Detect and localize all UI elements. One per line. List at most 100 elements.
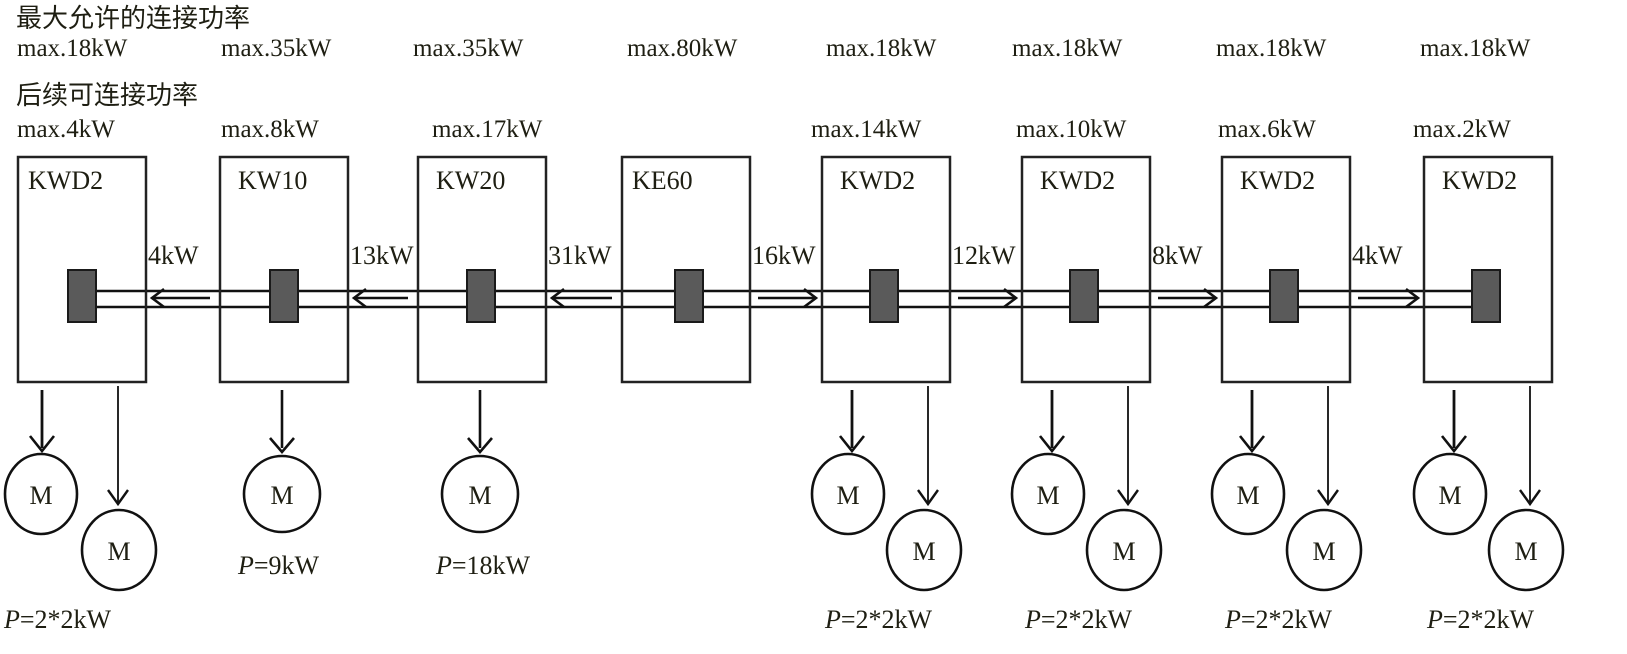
bus-bar — [82, 289, 1486, 309]
max-allowed-label: max.18kW — [826, 35, 937, 62]
unit-box — [620, 155, 752, 384]
flow-label: 4kW — [1352, 241, 1403, 270]
motor-power-label: P=2*2kW — [3, 605, 112, 634]
motor-power-label: P=2*2kW — [824, 605, 933, 634]
unit-box — [1020, 155, 1152, 384]
unit-u5: max.18kW max.10kW KWD2 — [1012, 35, 1152, 384]
flow-label: 8kW — [1152, 241, 1203, 270]
motor-label: M — [1236, 481, 1259, 510]
motor-icon — [80, 508, 158, 592]
arrow-down-icon — [1440, 435, 1468, 454]
remaining-power-label: max.6kW — [1218, 116, 1316, 143]
unit-model-label: KWD2 — [1040, 166, 1115, 195]
motor-label: M — [1036, 481, 1059, 510]
motors: M M P=2*2kW M P=9kW M P=18kW M M P=2*2kW M M P=2*2kW… — [3, 386, 1565, 634]
unit-box — [1422, 155, 1554, 384]
motor-icon — [3, 452, 79, 536]
motor-icon — [885, 508, 963, 592]
flow-2-3: 31kW — [548, 241, 612, 309]
motor-power-label: P=2*2kW — [1426, 605, 1535, 634]
unit-box — [820, 155, 952, 384]
remaining-power-label: max.14kW — [811, 116, 922, 143]
arrow-left-icon — [351, 287, 367, 309]
motor-icon — [242, 454, 322, 534]
motor-label: M — [1438, 481, 1461, 510]
motor-icon — [1285, 508, 1363, 592]
power-flows: 4kW 13kW 31kW 16kW 12kW 8kW 4kW — [148, 241, 1421, 309]
motor-label: M — [468, 481, 491, 510]
motor-power-label: P=9kW — [237, 551, 320, 580]
unit-u4: max.18kW max.14kW KWD2 — [811, 35, 952, 384]
flow-label: 12kW — [952, 241, 1016, 270]
motor-power-label: P=2*2kW — [1224, 605, 1333, 634]
flow-4-5: 12kW — [952, 241, 1019, 309]
arrow-down-icon — [1117, 489, 1139, 507]
arrow-down-icon — [917, 489, 939, 507]
flow-5-6: 8kW — [1152, 241, 1219, 309]
unit-box — [16, 155, 148, 384]
remaining-power-label: max.10kW — [1016, 116, 1127, 143]
unit-model-label: KWD2 — [840, 166, 915, 195]
motor-label: M — [912, 537, 935, 566]
remaining-header: 后续可连接功率 — [16, 81, 198, 111]
motor-label: M — [1112, 537, 1135, 566]
connector-block — [674, 269, 704, 323]
arrow-down-icon — [1238, 435, 1266, 454]
max-allowed-label: max.18kW — [1420, 35, 1531, 62]
unit-model-label: KW20 — [436, 166, 505, 195]
motor-power-label: P=18kW — [435, 551, 531, 580]
max-allowed-label: max.18kW — [1012, 35, 1123, 62]
motor-icon — [810, 452, 886, 536]
units: max.18kWmax.4kWKWD2max.35kWmax.8kWKW10ma… — [16, 35, 1554, 384]
connector-block — [466, 269, 496, 323]
flow-1-2: 13kW — [350, 241, 414, 309]
unit-u1: max.35kW max.8kW KW10 — [218, 35, 350, 384]
connector-block — [269, 269, 299, 323]
motor-icon — [1210, 452, 1286, 536]
motor-icon — [1487, 508, 1565, 592]
max-allowed-label: max.35kW — [221, 35, 332, 62]
arrow-right-icon — [1203, 287, 1219, 309]
arrow-left-icon — [149, 287, 165, 309]
flow-3-4: 16kW — [752, 241, 819, 309]
motor-label: M — [29, 481, 52, 510]
max-allowed-header: 最大允许的连接功率 — [16, 4, 250, 34]
motor-label: M — [1312, 537, 1335, 566]
max-allowed-label: max.18kW — [17, 35, 128, 62]
flow-label: 4kW — [148, 241, 199, 270]
motor-icon — [440, 454, 520, 534]
unit-model-label: KWD2 — [1442, 166, 1517, 195]
flow-label: 16kW — [752, 241, 816, 270]
arrow-down-icon — [467, 437, 493, 454]
connector-block — [67, 269, 97, 323]
arrow-down-icon — [28, 435, 56, 454]
motor-icon — [1085, 508, 1163, 592]
unit-model-label: KWD2 — [1240, 166, 1315, 195]
arrow-down-icon — [1519, 489, 1541, 507]
connector-block — [1069, 269, 1099, 323]
motor-label: M — [836, 481, 859, 510]
connector-block — [869, 269, 899, 323]
connector-block — [1471, 269, 1501, 323]
unit-box — [1220, 155, 1352, 384]
remaining-power-label: max.17kW — [432, 116, 543, 143]
remaining-power-label: max.8kW — [221, 116, 319, 143]
arrow-left-icon — [549, 287, 565, 309]
motor-power-label: P=2*2kW — [1024, 605, 1133, 634]
arrow-down-icon — [1317, 489, 1339, 507]
motor-label: M — [107, 537, 130, 566]
remaining-power-label: max.2kW — [1413, 116, 1511, 143]
arrow-down-icon — [1038, 435, 1066, 454]
unit-model-label: KWD2 — [28, 166, 103, 195]
arrow-right-icon — [1003, 287, 1019, 309]
unit-model-label: KW10 — [238, 166, 307, 195]
flow-label: 13kW — [350, 241, 414, 270]
unit-model-label: KE60 — [632, 166, 693, 195]
unit-u7: max.18kW max.2kW KWD2 — [1413, 35, 1554, 384]
motor-icon — [1010, 452, 1086, 536]
